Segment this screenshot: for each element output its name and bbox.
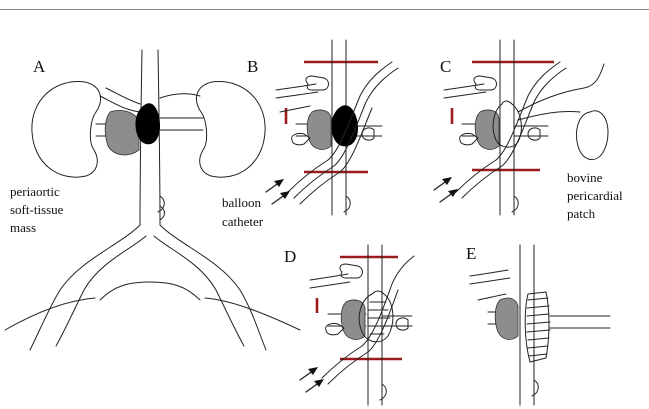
- panel-a-annotation-line-1: periaortic: [10, 184, 60, 199]
- vessel-loop-left: [326, 323, 344, 334]
- lumbar-branch: [380, 384, 386, 400]
- vessel-loop-upper: [474, 76, 497, 90]
- right-kidney: [196, 82, 265, 178]
- panel-c-annotation-line-1: bovine: [567, 170, 603, 185]
- aorta: [368, 245, 382, 405]
- panel-b-label: B: [247, 57, 258, 76]
- aorta: [520, 245, 534, 405]
- vessel-loop-left: [460, 133, 478, 144]
- periaortic-mass: [105, 110, 139, 154]
- periaortic-mass: [475, 110, 499, 149]
- panel-a-annotation-line-3: mass: [10, 220, 36, 235]
- periaortic-mass: [495, 298, 518, 339]
- panel-e-label: E: [466, 244, 476, 263]
- bovine-pericardial-patch: [577, 111, 609, 160]
- panel-a-label: A: [33, 57, 46, 76]
- left-kidney: [32, 82, 101, 178]
- panel-d-label: D: [284, 247, 296, 266]
- iliac-arteries: [30, 225, 266, 350]
- balloon-catheter-1: [456, 62, 560, 192]
- panel-c-annotation-line-2: pericardial: [567, 188, 623, 203]
- periaortic-mass: [307, 110, 331, 149]
- panel-d: D: [284, 245, 414, 405]
- aorta: [500, 40, 514, 215]
- aneurysm-sac: [135, 103, 160, 144]
- lumbar-branch: [512, 196, 518, 212]
- lumbar-branch: [158, 196, 165, 220]
- sutured-patch: [525, 292, 550, 362]
- panel-c-label: C: [440, 57, 451, 76]
- vessel-loop-right: [396, 318, 408, 330]
- panel-a-annotation-line-2: soft-tissue: [10, 202, 64, 217]
- lumbar-branch: [344, 196, 350, 212]
- panel-b-annotation-line-1: balloon: [222, 195, 261, 210]
- panel-e: E: [466, 244, 610, 405]
- vessel-loop-right: [528, 128, 540, 140]
- vessel-loop-upper: [340, 264, 363, 278]
- vessel-loop-left: [292, 133, 310, 144]
- lumbar-branch: [532, 380, 538, 396]
- panel-b: B balloon catheter: [222, 40, 398, 229]
- panel-c-annotation-line-3: patch: [567, 206, 596, 221]
- vessel-loop-upper: [306, 76, 329, 90]
- panel-b-annotation-line-2: catheter: [222, 214, 264, 229]
- panel-c: C bovine pericardial patch: [434, 40, 623, 221]
- vessel-loop-right: [362, 128, 374, 140]
